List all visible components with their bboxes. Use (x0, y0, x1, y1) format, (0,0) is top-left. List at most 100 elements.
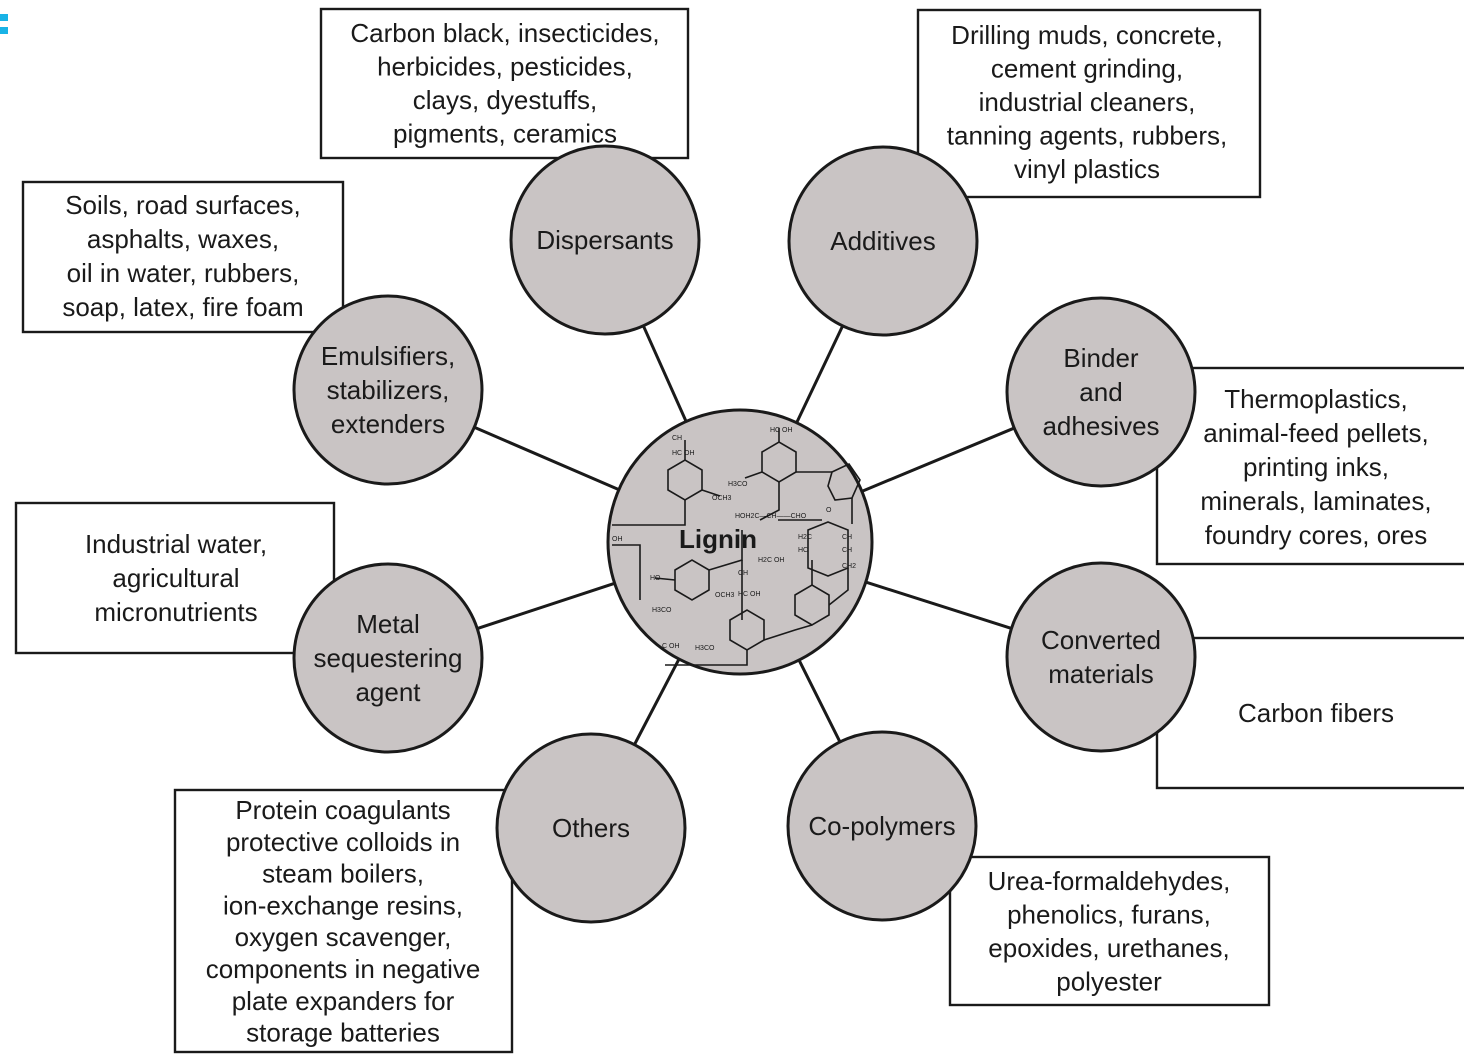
chem-label: OCH3 (712, 495, 732, 502)
chem-label: O (826, 507, 832, 514)
metal-label-line: agent (355, 677, 421, 707)
others-use-line: oxygen scavenger, (235, 922, 452, 952)
additives-use-line: Drilling muds, concrete, (951, 20, 1223, 50)
metal-label-line: Metal (356, 609, 420, 639)
spoke-converted (865, 580, 1012, 630)
chem-label: HC OH (738, 591, 761, 598)
converted-label-line: Converted (1041, 625, 1161, 655)
binder-use-line: foundry cores, ores (1205, 520, 1428, 550)
metal-use-line: Industrial water, (85, 529, 267, 559)
converted-label-line: materials (1048, 659, 1153, 689)
binder-use-line: minerals, laminates, (1200, 486, 1431, 516)
chem-label: CH (738, 570, 748, 577)
dispersants-use-line: Carbon black, insecticides, (350, 18, 659, 48)
binder-bubble (1005, 296, 1197, 488)
others-label-line: Others (552, 813, 630, 843)
spoke-binder (861, 426, 1015, 493)
chem-label: OH (612, 536, 623, 543)
converted-bubble (1005, 561, 1197, 753)
copolymers-use-line: polyester (1056, 967, 1162, 997)
others-use-line: storage batteries (246, 1018, 440, 1048)
chem-label: H2C (798, 534, 812, 541)
center-label: Lignin (679, 524, 757, 554)
others-use-line: ion-exchange resins, (223, 890, 463, 920)
emulsifiers-use-line: Soils, road surfaces, (65, 190, 301, 220)
chem-label: H2C OH (758, 557, 784, 564)
chem-label: HC (798, 547, 808, 554)
emulsifiers-label-line: extenders (331, 409, 445, 439)
dispersants-use-line: pigments, ceramics (393, 119, 617, 149)
chem-label: HOH2C—CH——CHO (735, 513, 807, 520)
use-boxes: Carbon black, insecticides, herbicides, p… (14, 7, 1464, 1054)
binder-label-line: Binder (1063, 343, 1138, 373)
copolymers-use-line: phenolics, furans, (1007, 900, 1211, 930)
binder-label-line: adhesives (1042, 411, 1159, 441)
binder-uses-box (1155, 366, 1464, 566)
dispersants-use-line: clays, dyestuffs, (413, 85, 598, 115)
chem-label: CH2 (842, 563, 856, 570)
spoke-metal (476, 581, 616, 631)
spoke-additives (795, 325, 845, 424)
spoke-dispersants (641, 325, 688, 423)
emulsifiers-use-line: oil in water, rubbers, (67, 258, 300, 288)
chem-label: H3CO (695, 645, 715, 652)
metal-use-line: micronutrients (94, 597, 257, 627)
emulsifiers-bubble (292, 294, 484, 486)
converted-use-line: Carbon fibers (1238, 698, 1394, 728)
spoke-copolymers (797, 659, 842, 743)
corner-accent-mark (0, 14, 10, 36)
emulsifiers-label-line: stabilizers, (327, 375, 450, 405)
binder-use-line: animal-feed pellets, (1203, 418, 1428, 448)
others-use-line: components in negative (206, 954, 481, 984)
spoke-emulsifiers (473, 425, 620, 492)
emulsifiers-use-line: soap, latex, fire foam (62, 292, 303, 322)
chem-label: C OH (662, 643, 680, 650)
chem-label: HC OH (770, 427, 793, 434)
emulsifiers-uses-box (21, 180, 345, 334)
chem-label: HC OH (672, 450, 695, 457)
metal-use-line: agricultural (112, 563, 239, 593)
spoke-others (633, 658, 681, 746)
chem-label: OCH3 (715, 592, 735, 599)
additives-use-line: cement grinding, (991, 54, 1183, 84)
copolymers-use-line: epoxides, urethanes, (988, 933, 1229, 963)
chem-label: H3CO (652, 607, 672, 614)
chem-label: CH (842, 547, 852, 554)
spokes (473, 325, 1015, 746)
others-use-line: steam boilers, (262, 859, 424, 889)
additives-uses-box (916, 8, 1262, 199)
additives-use-line: tanning agents, rubbers, (947, 121, 1227, 151)
binder-use-line: Thermoplastics, (1224, 384, 1408, 414)
additives-label-line: Additives (830, 226, 936, 256)
emulsifiers-label-line: Emulsifiers, (321, 341, 455, 371)
chem-label: CH (842, 534, 852, 541)
chem-label: CH (672, 435, 682, 442)
others-use-line: protective colloids in (226, 827, 460, 857)
binder-use-line: printing inks, (1243, 452, 1389, 482)
metal-uses-box (14, 501, 336, 655)
emulsifiers-use-line: asphalts, waxes, (87, 224, 279, 254)
lignin-structure-drawing (612, 428, 861, 666)
converted-uses-box (1155, 636, 1464, 790)
others-use-line: Protein coagulants (235, 795, 450, 825)
chem-label: HO (650, 575, 661, 582)
dispersants-use-line: herbicides, pesticides, (377, 52, 633, 82)
copolymers-label-line: Co-polymers (808, 811, 955, 841)
dispersants-uses-box (319, 7, 690, 160)
dispersants-bubble (509, 144, 701, 336)
additives-bubble (787, 145, 979, 337)
binder-label-line: and (1079, 377, 1122, 407)
others-bubble (495, 732, 687, 924)
lignin-circle (606, 408, 874, 676)
copolymers-uses-box (948, 855, 1271, 1007)
metal-bubble (292, 562, 484, 754)
copolymers-bubble (786, 730, 978, 922)
additives-use-line: vinyl plastics (1014, 154, 1160, 184)
copolymers-use-line: Urea-formaldehydes, (988, 866, 1231, 896)
chem-label: H3CO (728, 481, 748, 488)
additives-use-line: industrial cleaners, (979, 87, 1196, 117)
